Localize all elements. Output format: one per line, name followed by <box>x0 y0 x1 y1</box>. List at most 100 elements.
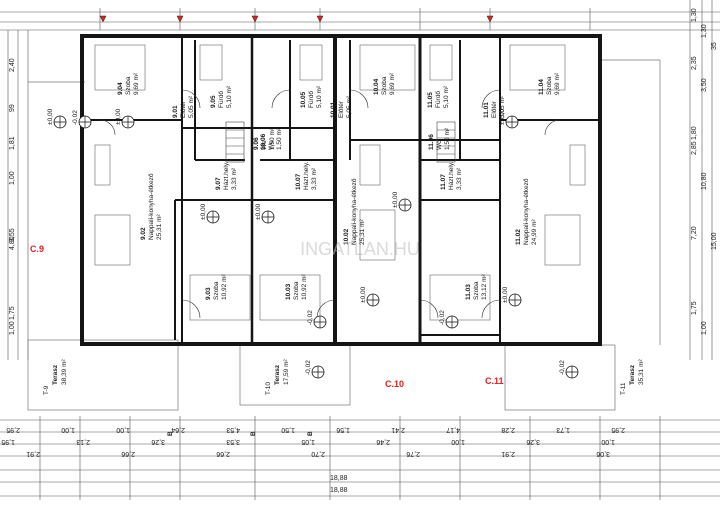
dimension-right: 35 <box>711 42 718 50</box>
dimension-bottom: 2,91 <box>26 450 40 457</box>
room-name: Wc <box>268 140 275 150</box>
room-area: 9,69 m² <box>133 72 140 95</box>
room-area: 13,12 m² <box>481 274 488 300</box>
room-area: 5,10 m² <box>226 85 233 108</box>
room-name: Nappali-konyha-étkező <box>523 178 530 245</box>
dimension-bottom: 3,26 <box>526 438 540 445</box>
room-area: 3,33 m² <box>456 167 463 190</box>
level-value: -0,02 <box>72 110 79 125</box>
dimension-bottom: 2,91 <box>501 450 515 457</box>
dimension-right: 10,80 <box>701 172 708 190</box>
room-number: 10.02 <box>343 228 350 245</box>
room-number: 11.07 <box>440 174 447 190</box>
room-area: 1,50 m² <box>276 127 283 150</box>
terrace-name: Terasz <box>629 364 636 385</box>
dimension-bottom: 1,05 <box>301 438 315 445</box>
room-name: Nappali-konyha-étkező <box>351 178 358 245</box>
section-label: B <box>307 431 314 436</box>
dimension-bottom: 1,00 <box>601 438 615 445</box>
dimension-bottom: 1,00 <box>451 438 465 445</box>
room-area: 9,69 m² <box>389 72 396 95</box>
room-number: 9.06 <box>253 137 260 150</box>
dimension-right: 7,20 <box>691 226 698 240</box>
room-name: Házt.hely. <box>303 161 310 190</box>
level-value: ±0,00 <box>200 203 207 220</box>
level-marker-crosshair <box>122 116 134 128</box>
section-arrow-icon <box>99 15 494 23</box>
terrace-area: 38,39 m² <box>61 359 68 385</box>
level-value: ±0,00 <box>392 191 399 208</box>
level-marker-crosshair <box>207 211 219 223</box>
room-number: 10.03 <box>285 283 292 300</box>
room-number: 10.04 <box>373 78 380 95</box>
room-name: Szoba <box>381 76 388 95</box>
terrace-id: T-11 <box>620 382 627 395</box>
room-name: Házt.hely. <box>448 161 455 190</box>
room-area: 5,05 m² <box>188 95 195 118</box>
dimension-right: 3,50 <box>701 78 708 92</box>
room-name: Szoba <box>213 281 220 300</box>
room-number: 11.02 <box>515 229 522 245</box>
room-number: 10.06 <box>260 133 267 150</box>
unit-label-c11: C.11 <box>485 376 504 386</box>
level-marker-crosshair <box>262 211 274 223</box>
room-name: Fürdő <box>308 91 315 108</box>
level-value: ±0,00 <box>255 203 262 220</box>
room-number: 10.07 <box>295 173 302 190</box>
room-name: Fürdő <box>435 91 442 108</box>
level-value: ±0,00 <box>499 108 506 125</box>
level-marker-crosshair <box>367 294 379 306</box>
unit-label-c9: C.9 <box>30 244 44 254</box>
room-name: Előtér <box>180 100 187 118</box>
level-value: ±0,00 <box>47 108 54 125</box>
dimension-bottom: 18,88 <box>330 475 348 482</box>
dimension-bottom: 2,95 <box>611 426 625 433</box>
room-name: Szoba <box>546 76 553 95</box>
dimension-bottom: 1,00 <box>116 426 130 433</box>
dimension-bottom: 2,46 <box>376 438 390 445</box>
level-value: -0,02 <box>305 360 312 375</box>
room-name: Nappali-konyha-étkező <box>148 173 155 240</box>
dimension-left: 4,80 <box>9 236 16 250</box>
room-number: 10.01 <box>330 101 337 118</box>
unit-label-c10: C.10 <box>385 379 404 389</box>
room-number: 11.06 <box>428 134 435 150</box>
level-marker-crosshair <box>399 199 411 211</box>
room-name: Előtér <box>491 100 498 118</box>
room-number: 9.07 <box>215 177 222 190</box>
door-swings <box>99 89 561 319</box>
level-marker-crosshair <box>566 366 578 378</box>
dimension-left: 1,00 <box>9 321 16 335</box>
room-number: 11.03 <box>465 284 472 300</box>
room-name: Szoba <box>473 281 480 300</box>
dimension-bottom: 1,00 <box>61 426 75 433</box>
level-value: ±0,00 <box>502 286 509 303</box>
room-number: 9.05 <box>210 95 217 108</box>
room-number: 11.01 <box>483 102 490 118</box>
room-number: 9.03 <box>205 287 212 300</box>
room-area: 24,99 m² <box>531 219 538 245</box>
level-marker-crosshair <box>312 366 324 378</box>
terrace-name: Terasz <box>52 364 59 385</box>
dimension-left: 3,55 <box>9 228 16 242</box>
room-name: Szoba <box>125 76 132 95</box>
dimension-right: 1,30 <box>691 8 698 22</box>
furniture <box>94 44 586 321</box>
dimension-bottom: 2,66 <box>121 450 135 457</box>
room-area: 25,31 m² <box>359 219 366 245</box>
dimension-bottom: 1,73 <box>556 426 570 433</box>
dimension-left: 2,40 <box>9 58 16 72</box>
room-number: 9.02 <box>140 227 147 240</box>
dimension-bottom: 2,95 <box>6 426 20 433</box>
room-area: 5,05 m² <box>499 95 506 118</box>
terrace-name: Terasz <box>274 364 281 385</box>
dimension-left: 1,81 <box>9 136 16 150</box>
dimension-bottom: 3,53 <box>226 438 240 445</box>
room-area: 1,50 m² <box>444 127 451 150</box>
watermark-text: INGATLAN.HU <box>300 239 420 259</box>
dimension-bottom: 1,56 <box>336 426 350 433</box>
dimension-bottom: 3,26 <box>151 438 165 445</box>
dimension-bottom: 1,95 <box>1 438 15 445</box>
terrace-area: 17,59 m² <box>283 359 290 385</box>
